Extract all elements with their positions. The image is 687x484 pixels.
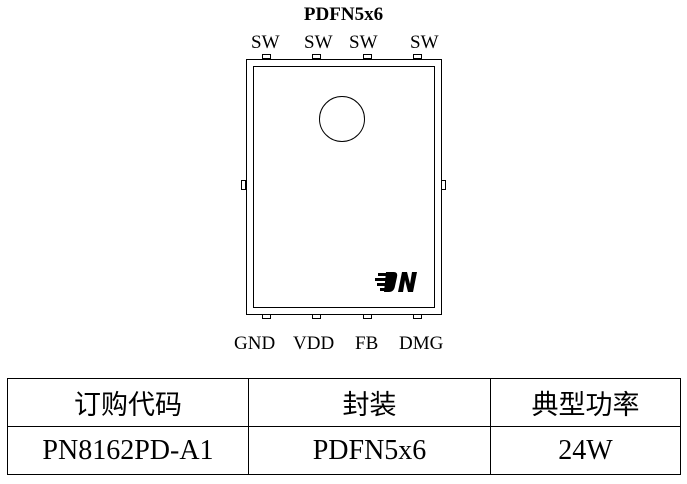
pn-logo-icon — [375, 272, 417, 292]
header-typical-power: 典型功率 — [490, 378, 681, 427]
left-side-tab — [241, 180, 246, 190]
top-pin-1 — [262, 54, 271, 59]
pin1-marker-circle — [319, 96, 365, 142]
bottom-pin-label-dmg: DMG — [399, 333, 444, 354]
bottom-pin-3 — [363, 314, 372, 319]
header-package: 封装 — [248, 378, 491, 427]
bottom-pin-1 — [262, 314, 271, 319]
header-order-code: 订购代码 — [7, 378, 249, 427]
package-inner-outline — [253, 66, 435, 308]
top-pin-3 — [363, 54, 372, 59]
bottom-pin-2 — [312, 314, 321, 319]
cell-order-code: PN8162PD-A1 — [7, 426, 249, 475]
top-pin-label-4: SW — [410, 32, 439, 53]
top-pin-2 — [312, 54, 321, 59]
bottom-pin-label-gnd: GND — [234, 333, 276, 354]
cell-package: PDFN5x6 — [248, 426, 491, 475]
top-pin-label-2: SW — [304, 32, 333, 53]
top-pin-4 — [413, 54, 422, 59]
right-side-tab — [441, 180, 446, 190]
top-pin-label-3: SW — [349, 32, 378, 53]
top-pin-label-1: SW — [251, 32, 280, 53]
bottom-pin-label-fb: FB — [355, 333, 379, 354]
table-row: PN8162PD-A1 PDFN5x6 24W — [7, 426, 681, 475]
bottom-pin-label-vdd: VDD — [293, 333, 335, 354]
cell-typical-power: 24W — [490, 426, 681, 475]
table-header-row: 订购代码 封装 典型功率 — [7, 378, 681, 427]
ordering-info-table: 订购代码 封装 典型功率 PN8162PD-A1 PDFN5x6 24W — [7, 378, 681, 475]
package-title: PDFN5x6 — [303, 4, 384, 25]
bottom-pin-4 — [413, 314, 422, 319]
